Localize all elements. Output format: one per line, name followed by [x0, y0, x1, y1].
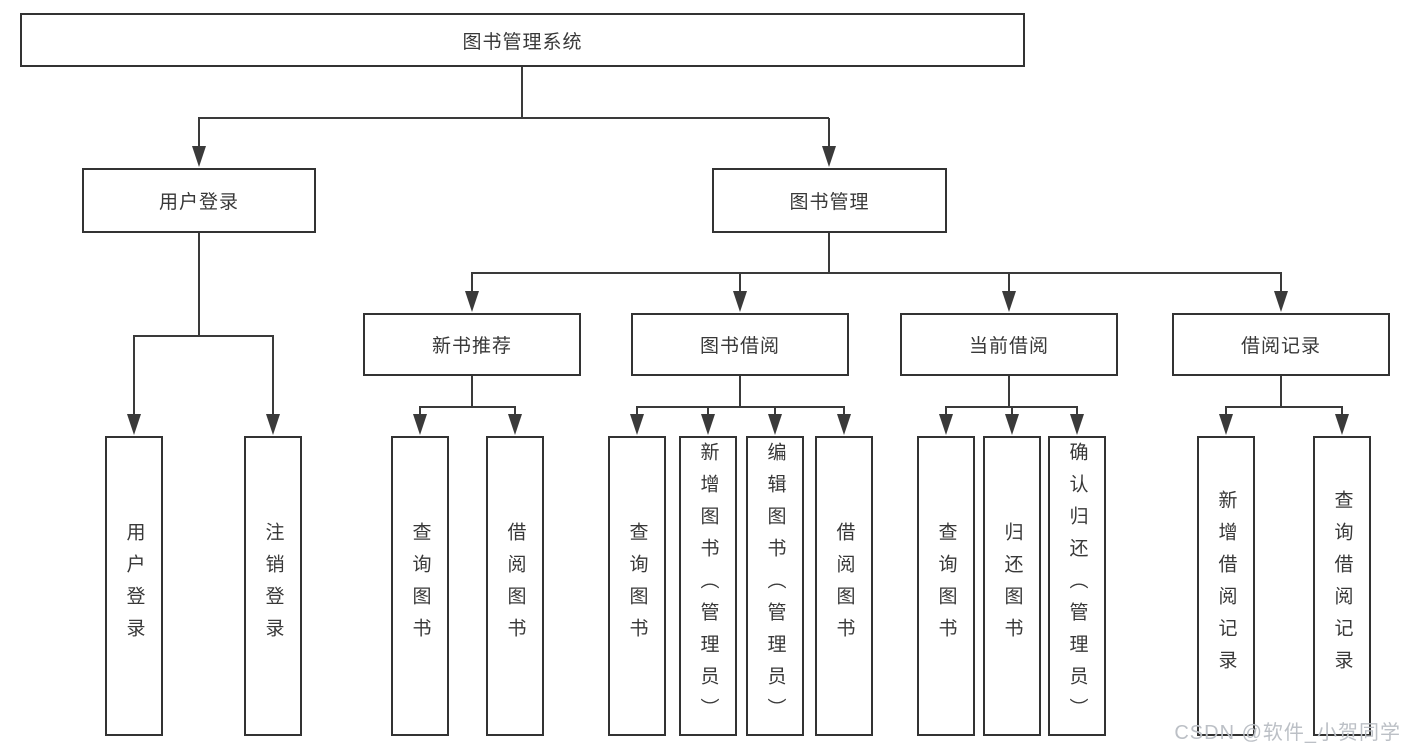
arrow-down-icon	[508, 414, 522, 435]
node-leaf-query-book-3: 查询图书	[917, 436, 975, 736]
arrow-down-icon	[701, 414, 715, 435]
node-label: 借阅图书	[504, 522, 526, 650]
arrow-down-icon	[1070, 414, 1084, 435]
arrow-down-icon	[1002, 291, 1016, 312]
node-current-borrowing: 当前借阅	[900, 313, 1118, 376]
node-label: 图书管理系统	[462, 31, 583, 53]
node-label: 新增图书（管理员）	[697, 442, 719, 730]
node-label: 归还图书	[1001, 522, 1023, 650]
arrow-down-icon	[733, 291, 747, 312]
node-label: 借阅图书	[833, 522, 855, 650]
node-leaf-query-book-2: 查询图书	[608, 436, 666, 736]
arrow-down-icon	[837, 414, 851, 435]
node-leaf-confirm-return-admin: 确认归还（管理员）	[1048, 436, 1106, 736]
node-borrowing-records: 借阅记录	[1172, 313, 1390, 376]
node-user-login: 用户登录	[82, 168, 316, 233]
arrow-down-icon	[192, 146, 206, 167]
node-label: 新增借阅记录	[1215, 490, 1237, 682]
arrow-down-icon	[822, 146, 836, 167]
csdn-watermark: CSDN @软件_小贺同学	[1174, 722, 1401, 744]
node-label: 查询借阅记录	[1331, 490, 1353, 682]
node-label: 图书管理	[789, 192, 870, 213]
node-leaf-return-book: 归还图书	[983, 436, 1041, 736]
node-leaf-add-book-admin: 新增图书（管理员）	[679, 436, 737, 736]
node-label: 新书推荐	[431, 336, 512, 357]
node-leaf-borrow-book-2: 借阅图书	[815, 436, 873, 736]
node-leaf-logout: 注销登录	[244, 436, 302, 736]
node-label: 确认归还（管理员）	[1066, 442, 1088, 730]
node-label: 查询图书	[409, 522, 431, 650]
node-label: 查询图书	[626, 522, 648, 650]
arrow-down-icon	[768, 414, 782, 435]
arrow-down-icon	[465, 291, 479, 312]
node-leaf-query-book-1: 查询图书	[391, 436, 449, 736]
arrow-down-icon	[1219, 414, 1233, 435]
node-label: 用户登录	[158, 192, 239, 213]
connector-arrowheads	[127, 146, 1349, 435]
arrow-down-icon	[413, 414, 427, 435]
arrow-down-icon	[630, 414, 644, 435]
node-label: 借阅记录	[1240, 336, 1321, 357]
node-label: 当前借阅	[968, 336, 1049, 357]
node-book-management: 图书管理	[712, 168, 947, 233]
node-leaf-edit-book-admin: 编辑图书（管理员）	[746, 436, 804, 736]
arrow-down-icon	[1005, 414, 1019, 435]
arrow-down-icon	[266, 414, 280, 435]
arrow-down-icon	[939, 414, 953, 435]
node-leaf-query-borrow-record: 查询借阅记录	[1313, 436, 1371, 736]
arrow-down-icon	[127, 414, 141, 435]
node-book-borrowing: 图书借阅	[631, 313, 849, 376]
node-label: 用户登录	[123, 522, 145, 650]
node-leaf-user-login: 用户登录	[105, 436, 163, 736]
node-label: 图书借阅	[699, 336, 780, 357]
node-label: 编辑图书（管理员）	[764, 442, 786, 730]
arrow-down-icon	[1274, 291, 1288, 312]
node-leaf-borrow-book-1: 借阅图书	[486, 436, 544, 736]
node-leaf-add-borrow-record: 新增借阅记录	[1197, 436, 1255, 736]
node-label: 查询图书	[935, 522, 957, 650]
node-new-book-recommendation: 新书推荐	[363, 313, 581, 376]
node-library-management-system: 图书管理系统	[20, 13, 1025, 67]
node-label: 注销登录	[262, 522, 284, 650]
arrow-down-icon	[1335, 414, 1349, 435]
